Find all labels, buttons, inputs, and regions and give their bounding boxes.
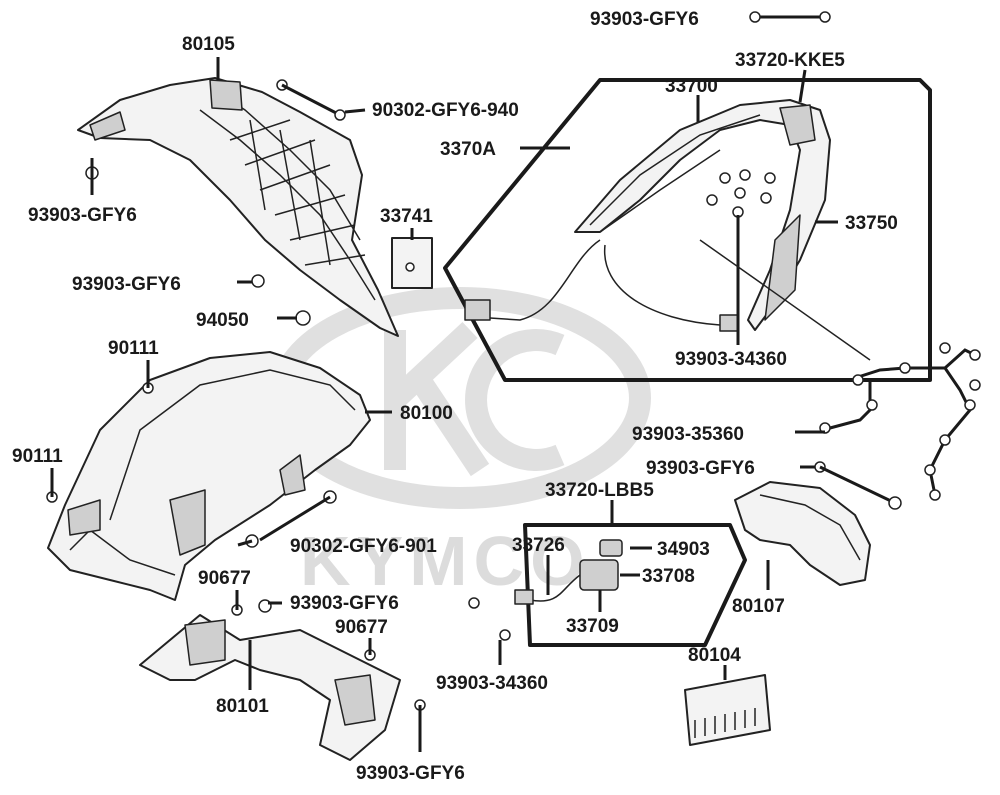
label-80105: 80105 xyxy=(182,34,235,55)
label-3370a: 3370A xyxy=(440,139,496,160)
wire-harness-right xyxy=(814,342,981,510)
part-80101-bracket xyxy=(139,599,426,761)
label-34903: 34903 xyxy=(657,539,710,560)
label-90111-b: 90111 xyxy=(12,446,63,467)
part-80104-plate xyxy=(684,674,771,746)
part-33708-license-light xyxy=(514,539,623,605)
screws-3370a xyxy=(706,169,776,218)
part-80100-rear-fender xyxy=(47,351,371,601)
part-80105-fender-upper xyxy=(77,77,399,337)
label-80100: 80100 xyxy=(400,403,453,424)
label-93903-gfy6-mid: 93903-GFY6 xyxy=(72,274,181,295)
leader-lines xyxy=(50,57,871,752)
label-93903-34360-a: 93903-34360 xyxy=(675,349,787,370)
label-93903-gfy6-bottom: 93903-GFY6 xyxy=(356,763,465,784)
label-33750: 33750 xyxy=(845,213,898,234)
label-33720-lbb5: 33720-LBB5 xyxy=(545,480,654,501)
part-33700-taillight xyxy=(574,99,831,331)
screws-80100 xyxy=(46,382,337,548)
screws-top xyxy=(749,11,831,23)
label-90302-gfy6-940: 90302-GFY6-940 xyxy=(372,100,519,121)
label-94050: 94050 xyxy=(196,310,249,331)
label-80101: 80101 xyxy=(216,696,269,717)
label-90677-b: 90677 xyxy=(335,617,388,638)
label-90677-a: 90677 xyxy=(198,568,251,589)
plate-hole xyxy=(405,262,415,272)
screws-80105 xyxy=(85,79,346,326)
label-33709: 33709 xyxy=(566,616,619,637)
label-93903-gfy6-right: 93903-GFY6 xyxy=(646,458,755,479)
watermark-text: KYMCO xyxy=(300,522,591,600)
label-33708: 33708 xyxy=(642,566,695,587)
label-90302-gfy6-901: 90302-GFY6-901 xyxy=(290,536,437,557)
label-33700: 33700 xyxy=(665,76,718,97)
label-33726: 33726 xyxy=(512,535,565,556)
assembly-3370a-frame xyxy=(443,78,932,382)
wiring-3370a xyxy=(464,239,739,332)
label-93903-gfy6-left: 93903-GFY6 xyxy=(28,205,137,226)
label-80104: 80104 xyxy=(688,645,741,666)
label-93903-34360-b: 93903-34360 xyxy=(436,673,548,694)
screw-34360-b xyxy=(499,629,511,641)
assembly-33720-lbb5-frame xyxy=(523,523,747,647)
label-33720-kke5: 33720-KKE5 xyxy=(735,50,845,71)
part-labels: 80105 90302-GFY6-940 93903-GFY6 33720-KK… xyxy=(12,9,898,784)
screw-34360-a xyxy=(468,597,480,609)
label-93903-gfy6-c: 93903-GFY6 xyxy=(290,593,399,614)
label-93903-gfy6-top: 93903-GFY6 xyxy=(590,9,699,30)
label-80107: 80107 xyxy=(732,596,785,617)
label-90111-a: 90111 xyxy=(108,338,159,359)
part-80107-cover xyxy=(734,481,871,586)
label-93903-35360: 93903-35360 xyxy=(632,424,744,445)
label-33741: 33741 xyxy=(380,206,433,227)
